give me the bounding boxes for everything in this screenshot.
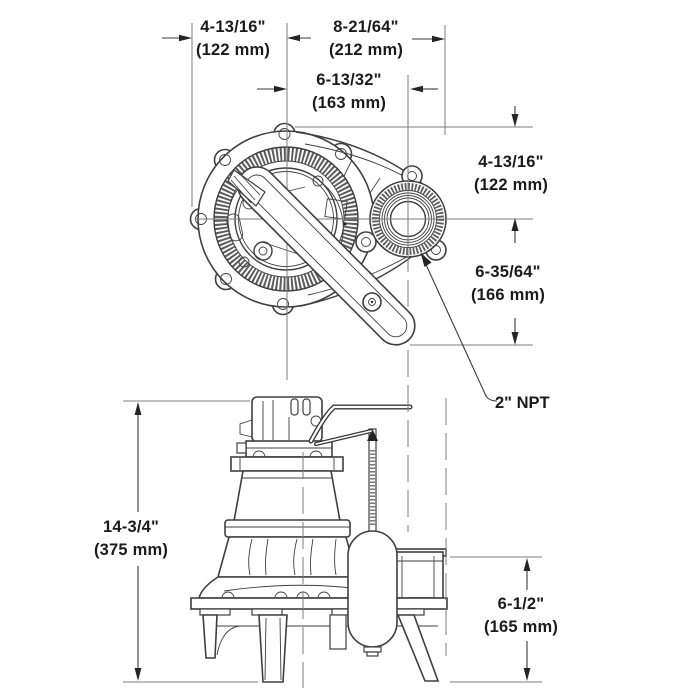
side-view-drawing (190, 280, 448, 688)
dimension-lines (134, 34, 531, 681)
dim-right-upper-label: 4-13/16" (122 mm) (473, 153, 549, 194)
bail-handle-top (227, 166, 416, 346)
dim-top-inner-label: 6-13/32" (163 mm) (311, 71, 387, 112)
dim-top-span-label: 8-21/64" (212 mm) (328, 18, 404, 59)
discharge-npt-label: 2" NPT (495, 394, 550, 412)
dim-height-label: 14-3/4" (375 mm) (89, 516, 173, 562)
dim-float-label: 6-1/2" (165 mm) (479, 593, 563, 639)
dim-top-left-label: 4-13/16" (122 mm) (195, 18, 271, 59)
dim-right-lower-label: 6-35/64" (166 mm) (470, 263, 546, 304)
extension-lines (123, 23, 542, 683)
